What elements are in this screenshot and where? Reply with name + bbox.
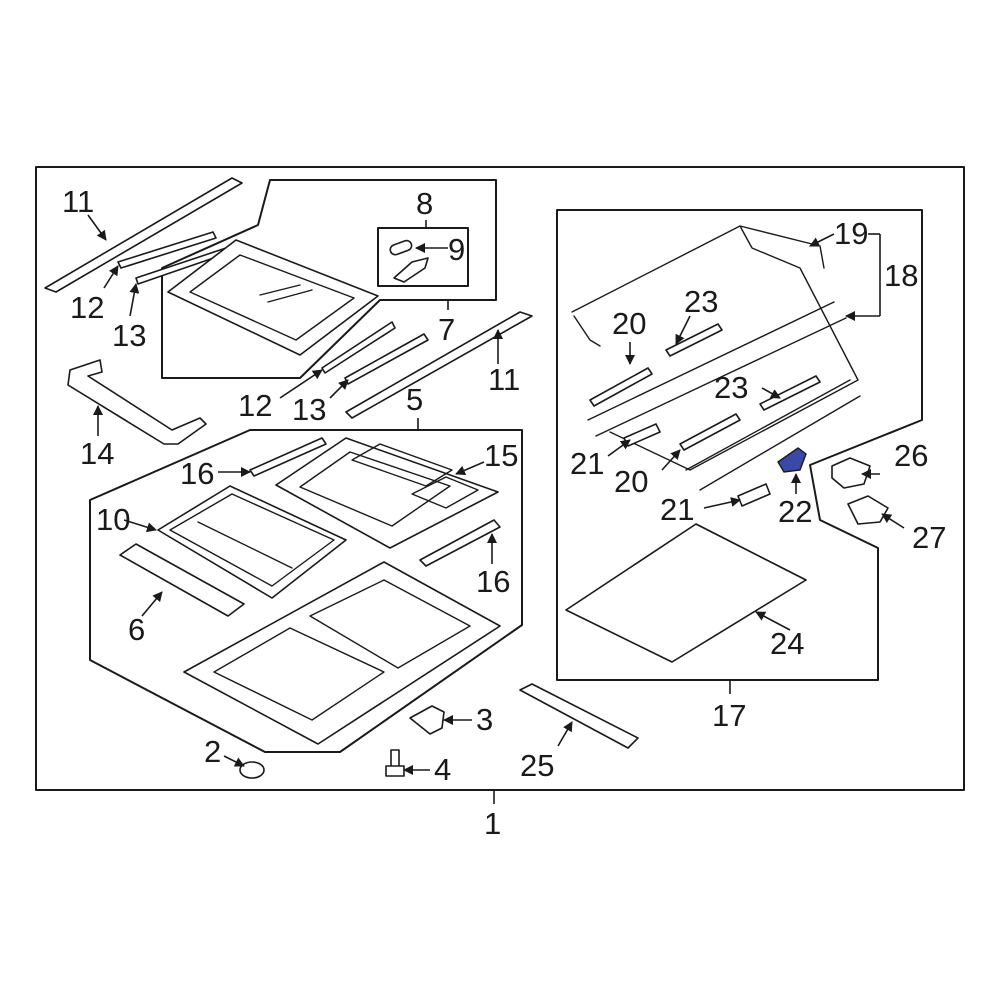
part-8-frame bbox=[377, 227, 469, 287]
part-25-rail-cover bbox=[519, 683, 639, 749]
callout-12-left: 12 bbox=[70, 290, 104, 325]
track-long-a bbox=[587, 301, 861, 491]
callout-20-right: 20 bbox=[614, 464, 648, 499]
callout-6: 6 bbox=[128, 612, 145, 647]
callout-18: 18 bbox=[884, 258, 918, 293]
glass-reflection-1 bbox=[259, 284, 301, 296]
part-21-bracket-right bbox=[737, 483, 771, 507]
callout-11-left: 11 bbox=[62, 184, 94, 219]
callout-12-right: 12 bbox=[238, 388, 272, 423]
callout-19: 19 bbox=[834, 216, 868, 251]
callout-14: 14 bbox=[80, 436, 114, 471]
callout-23-top: 23 bbox=[684, 284, 718, 319]
callout-11-right: 11 bbox=[488, 362, 520, 397]
main-frame bbox=[35, 166, 965, 791]
part-3-bracket bbox=[409, 705, 445, 735]
part-23-guide-right bbox=[759, 375, 821, 411]
callout-3: 3 bbox=[476, 702, 493, 737]
part-12-right-seal bbox=[321, 321, 396, 374]
part-11-right-molding bbox=[345, 311, 533, 419]
callout-5: 5 bbox=[406, 382, 423, 417]
part-10-seal bbox=[157, 485, 347, 599]
part-5-opening-rear bbox=[309, 579, 471, 669]
cable-loop bbox=[573, 315, 601, 347]
callout-20-top: 20 bbox=[612, 306, 646, 341]
part-15-inner bbox=[299, 451, 451, 527]
part-26-motor bbox=[831, 457, 871, 489]
part-14-deflector bbox=[67, 359, 207, 445]
callout-13-left: 13 bbox=[112, 318, 146, 353]
callout-13-right: 13 bbox=[292, 392, 326, 427]
part-2-grommet bbox=[239, 761, 265, 779]
callout-16-right: 16 bbox=[476, 564, 510, 599]
callout-16-top: 16 bbox=[180, 456, 214, 491]
part-15-panel-b bbox=[411, 476, 479, 509]
part-18-19-cable-assembly bbox=[571, 225, 859, 471]
part-16-right-seal bbox=[419, 519, 501, 567]
part-20-rail-left bbox=[589, 367, 653, 407]
callout-15: 15 bbox=[484, 438, 518, 473]
part-10-inner bbox=[169, 493, 335, 587]
callout-21-right: 21 bbox=[660, 492, 694, 527]
callout-27: 27 bbox=[912, 520, 946, 555]
part-10-bar bbox=[197, 521, 293, 569]
part-20-rail-right bbox=[679, 413, 741, 451]
part-11-left-molding bbox=[44, 177, 243, 293]
callout-25: 25 bbox=[520, 748, 554, 783]
callout-8: 8 bbox=[416, 186, 433, 221]
callout-23-right: 23 bbox=[714, 370, 748, 405]
callout-1: 1 bbox=[484, 806, 501, 841]
callout-24: 24 bbox=[770, 626, 804, 661]
part-27-module bbox=[847, 495, 889, 525]
part-15-panel-a bbox=[351, 443, 453, 487]
callout-10: 10 bbox=[96, 502, 130, 537]
part-6-shade bbox=[119, 543, 245, 617]
callouts: 11 12 13 8 9 7 12 13 11 14 5 16 15 10 16… bbox=[62, 184, 946, 841]
callout-2: 2 bbox=[204, 734, 221, 769]
callout-26: 26 bbox=[894, 438, 928, 473]
callout-9: 9 bbox=[448, 232, 465, 267]
part-4-bolt-head bbox=[385, 765, 405, 777]
part-16-top-seal bbox=[249, 437, 327, 477]
part-5-opening-front bbox=[213, 627, 385, 721]
callout-17: 17 bbox=[712, 698, 746, 733]
part-21-bracket-left bbox=[623, 423, 661, 447]
leader-lines bbox=[87, 214, 905, 804]
callout-21-left: 21 bbox=[570, 446, 604, 481]
part-9-clip-b bbox=[393, 257, 429, 283]
glass-reflection-2 bbox=[267, 289, 313, 303]
callout-4: 4 bbox=[434, 752, 451, 787]
part-23-guide-top bbox=[665, 323, 723, 357]
mechanism-frame bbox=[556, 209, 923, 681]
glass-panel-inner bbox=[189, 254, 355, 341]
callout-7: 7 bbox=[438, 312, 455, 347]
roof-frame-group-outline bbox=[89, 429, 523, 753]
part-12-left-seal bbox=[117, 231, 217, 269]
part-24-roller bbox=[695, 523, 807, 581]
part-22-highlighted-bracket bbox=[777, 447, 807, 473]
part-9-clip-a bbox=[389, 239, 413, 256]
glass-assembly-frame bbox=[161, 179, 497, 379]
callout-22: 22 bbox=[778, 494, 812, 529]
